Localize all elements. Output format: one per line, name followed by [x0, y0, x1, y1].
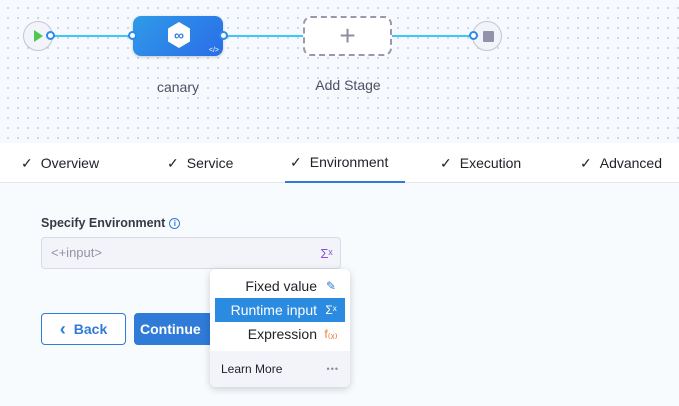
add-stage-button[interactable]: +	[303, 16, 392, 56]
tab-label: Overview	[40, 155, 100, 171]
tab-label: Execution	[459, 155, 522, 171]
port	[128, 31, 137, 40]
tab-advanced[interactable]: ✓ Advanced	[580, 143, 662, 183]
deploy-stage-icon: ∞	[168, 22, 190, 48]
code-icon: </>	[208, 47, 219, 54]
pin-icon: ✎	[325, 279, 337, 293]
sigma-icon: Σˣ	[320, 245, 333, 261]
info-icon[interactable]: i	[169, 218, 181, 229]
tab-label: Service	[186, 155, 234, 171]
menu-footer: Learn More •••	[210, 351, 350, 387]
sigma-icon: Σˣ	[325, 303, 337, 317]
menu-item-label: Expression	[247, 326, 317, 342]
port	[219, 31, 228, 40]
check-icon: ✓	[580, 154, 592, 171]
tab-label: Environment	[309, 154, 389, 170]
check-icon: ✓	[21, 154, 33, 171]
check-icon: ✓	[290, 153, 302, 170]
back-button[interactable]: ‹ Back	[41, 313, 126, 345]
stop-icon	[483, 31, 494, 42]
menu-item-label: Runtime input	[230, 302, 317, 318]
tab-bar: ✓ Overview ✓ Service ✓ Environment ✓ Executi…	[0, 143, 679, 183]
input-type-menu: Fixed value ✎ Runtime input Σˣ Expression f…	[210, 269, 350, 387]
stage-canary[interactable]: ∞ </>	[133, 16, 223, 56]
connector	[223, 35, 305, 37]
tab-label: Advanced	[599, 155, 663, 171]
pipeline-canvas: ∞ </> + canary Add Stage	[0, 0, 679, 143]
chevron-left-icon: ‹	[59, 318, 66, 339]
menu-item-runtime-input[interactable]: Runtime input Σˣ	[215, 298, 345, 322]
menu-item-fixed-value[interactable]: Fixed value ✎	[215, 274, 345, 298]
learn-more-link[interactable]: Learn More	[221, 362, 283, 376]
label-text: Specify Environment	[41, 216, 166, 230]
play-icon	[34, 30, 43, 42]
continue-label: Continue	[140, 321, 201, 337]
more-icon[interactable]: •••	[326, 364, 339, 374]
port	[46, 31, 55, 40]
menu-item-expression[interactable]: Expression f₍ₓ₎	[215, 322, 345, 346]
function-icon: f₍ₓ₎	[324, 327, 338, 341]
tab-service[interactable]: ✓ Service	[167, 143, 233, 183]
connector	[392, 35, 474, 37]
plus-icon: +	[339, 20, 356, 51]
connector	[52, 35, 134, 37]
menu-item-label: Fixed value	[245, 278, 317, 294]
stage-name: canary	[156, 79, 200, 95]
input-type-button[interactable]: Σˣ	[313, 237, 341, 269]
port	[469, 31, 478, 40]
tab-environment[interactable]: ✓ Environment	[285, 143, 405, 183]
check-icon: ✓	[167, 154, 179, 171]
tab-overview[interactable]: ✓ Overview	[21, 143, 99, 183]
back-label: Back	[73, 321, 108, 337]
add-stage-label: Add Stage	[315, 77, 381, 93]
environment-input[interactable]: <+input>	[41, 237, 314, 269]
tab-execution[interactable]: ✓ Execution	[440, 143, 521, 183]
check-icon: ✓	[440, 154, 452, 171]
